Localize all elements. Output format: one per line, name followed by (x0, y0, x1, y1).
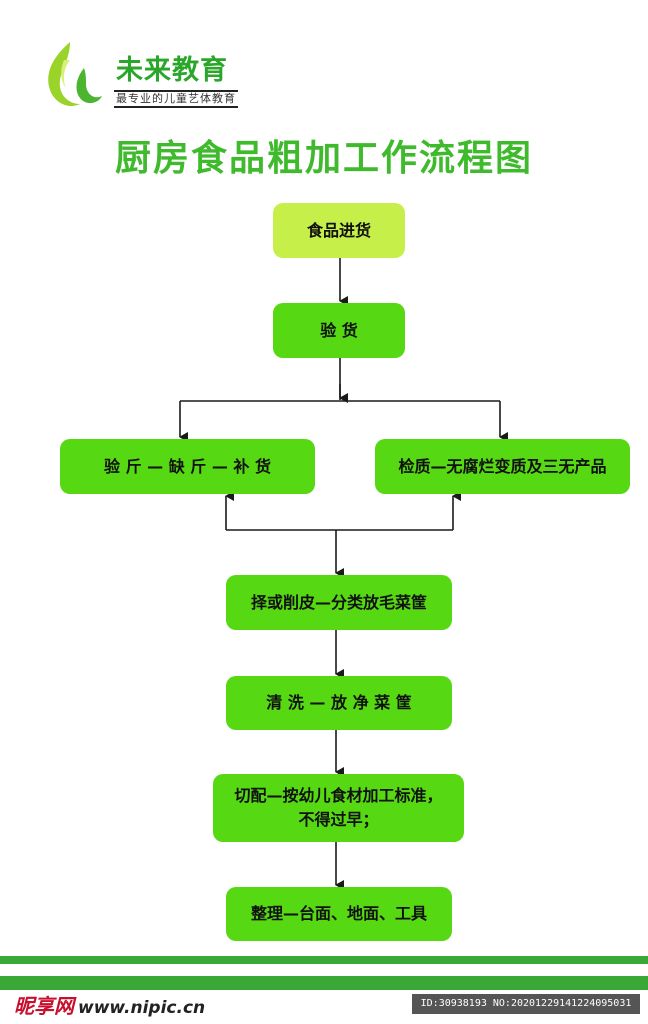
page-title: 厨房食品粗加工作流程图 (114, 138, 533, 179)
step-tidy: 整理—台面、地面、工具 (226, 887, 452, 941)
watermark-site-name: 昵享网 (14, 994, 74, 1018)
step-quality: 检质—无腐烂变质及三无产品 (375, 439, 630, 494)
step-wash: 清 洗 — 放 净 菜 筐 (226, 676, 452, 730)
footer-bar-thick (0, 976, 648, 990)
step-cut-label: 切配—按幼儿食材加工标准，不得过早； (234, 786, 443, 829)
step-weigh-label: 验 斤 — 缺 斤 — 补 货 (104, 456, 271, 476)
watermark-url: www.nipic.cn (78, 998, 206, 1018)
brand-name: 未来教育 (116, 55, 228, 86)
step-tidy-label: 整理—台面、地面、工具 (250, 904, 427, 923)
step-inspect-label: 验 货 (320, 320, 358, 340)
watermark-id: ID:30938193 NO:20201229141224095031 (412, 994, 640, 1014)
brand-tagline: 最专业的儿童艺体教育 (114, 90, 238, 108)
step-wash-label: 清 洗 — 放 净 菜 筐 (266, 693, 412, 712)
step-inspect: 验 货 (273, 303, 405, 358)
step-purchase-label: 食品进货 (306, 220, 371, 240)
step-quality-label: 检质—无腐烂变质及三无产品 (398, 456, 607, 476)
step-trim: 择或削皮—分类放毛菜筐 (226, 575, 452, 630)
footer-bar-thin (0, 956, 648, 964)
logo-icon (48, 42, 102, 107)
step-weigh: 验 斤 — 缺 斤 — 补 货 (60, 439, 315, 494)
step-trim-label: 择或削皮—分类放毛菜筐 (250, 592, 427, 612)
step-cut: 切配—按幼儿食材加工标准，不得过早； (213, 774, 464, 842)
step-purchase: 食品进货 (273, 203, 405, 258)
